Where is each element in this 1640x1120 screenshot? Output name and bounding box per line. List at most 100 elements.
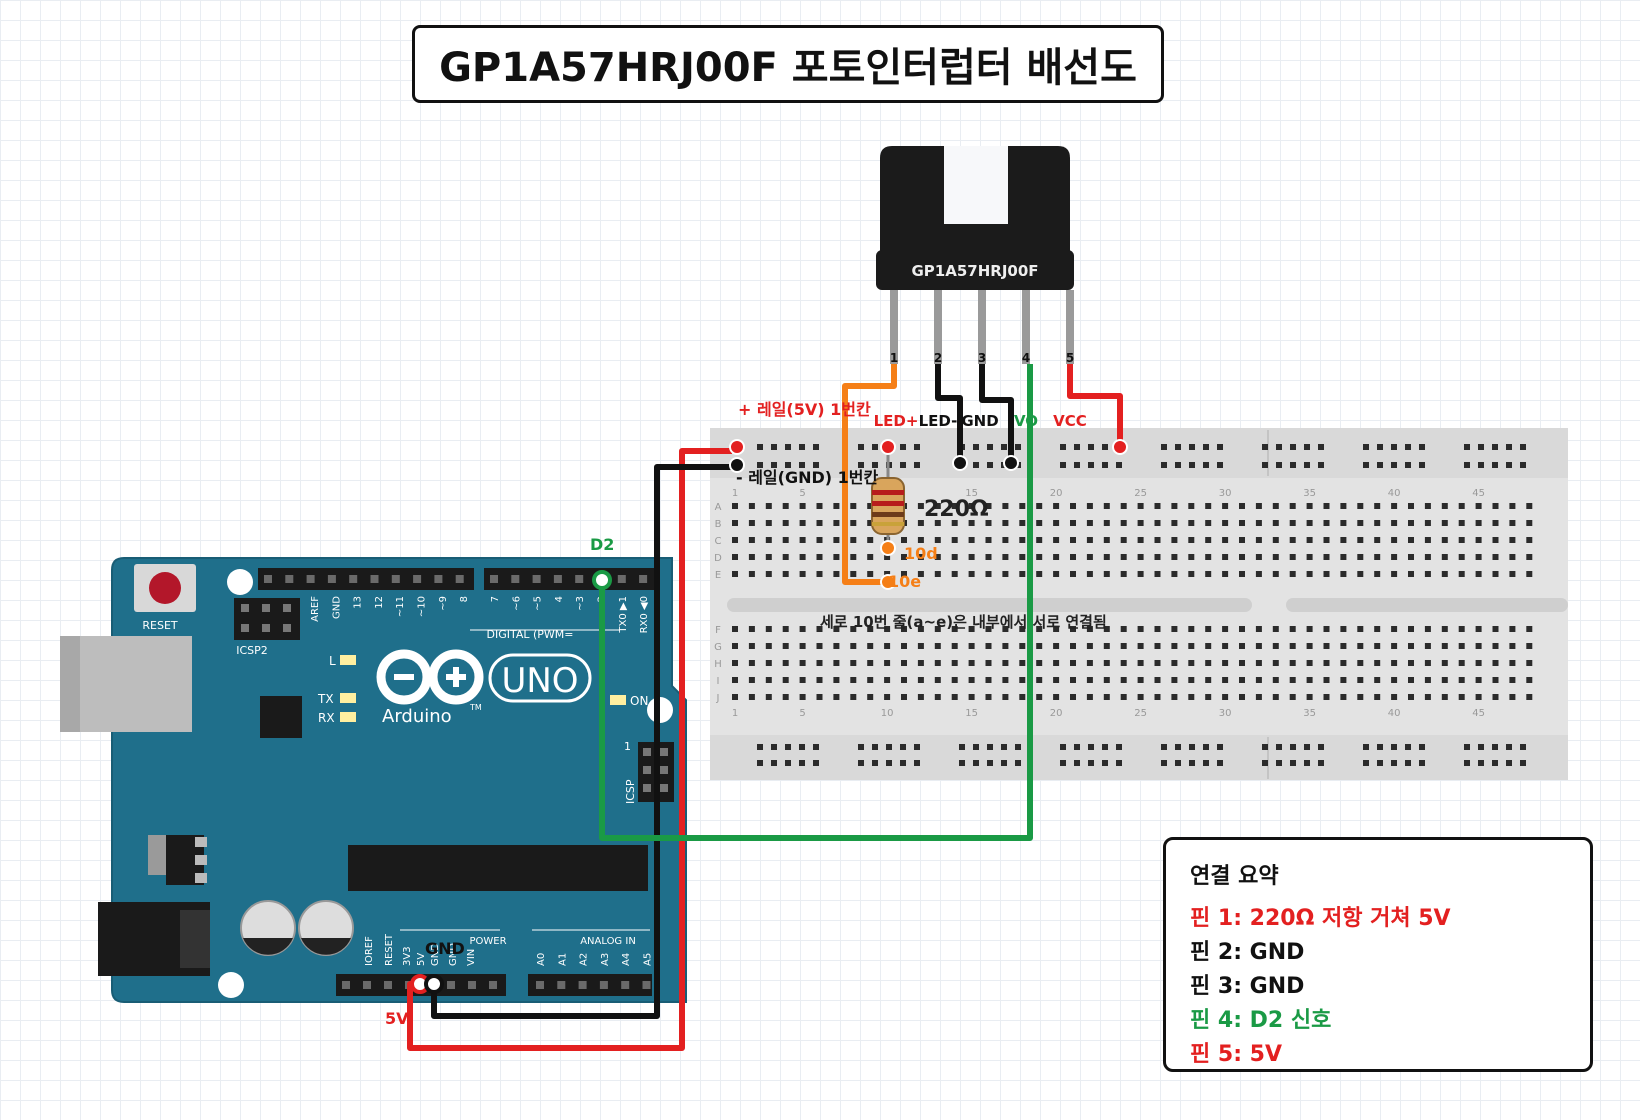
breadboard-hole [850,660,857,666]
breadboard-hole [816,520,823,526]
breadboard-hole [782,554,789,560]
breadboard-hole [934,677,941,683]
breadboard-hole [1002,694,1009,700]
breadboard-hole [1205,571,1212,577]
breadboard-hole [1289,643,1296,649]
power-pin-label: RESET [384,933,395,966]
breadboard-hole [765,626,772,632]
minus-rail-endpoint [729,457,745,473]
breadboard-hole [1306,503,1313,509]
breadboard-hole [951,677,958,683]
breadboard-hole [1374,537,1381,543]
breadboard-hole [1205,520,1212,526]
breadboard-hole [1154,626,1161,632]
breadboard-hole [1120,643,1127,649]
breadboard-hole [1492,520,1499,526]
breadboard-hole [901,694,907,700]
breadboard-hole [1424,537,1431,543]
breadboard-hole [1137,677,1144,683]
connection-summary: 연결 요약 핀 1: 220Ω 저항 거쳐 5V 핀 2: GND 핀 3: G… [1163,837,1593,1072]
breadboard-hole [917,520,924,526]
breadboard-hole [1441,694,1448,700]
breadboard-hole [867,537,874,543]
breadboard-hole [934,537,941,543]
sensor-pin-name: VO [1014,412,1038,430]
rail-hole [1363,744,1369,750]
breadboard-hole [1103,520,1110,526]
rail-hole [1175,462,1181,468]
rail-hole [987,444,993,450]
breadboard-hole [1222,694,1229,700]
led-on [610,695,626,705]
breadboard-hole [1340,571,1347,577]
breadboard-hole [1120,694,1127,700]
breadboard-hole [951,626,958,632]
breadboard-hole [867,503,874,509]
gnd-label: GND [425,939,465,958]
rail-hole [872,444,878,450]
breadboard-hole [1205,643,1212,649]
rail-hole [1276,444,1282,450]
breadboard-hole [1086,520,1093,526]
breadboard-hole [765,503,772,509]
rail-hole [959,744,965,750]
rail-hole [1262,744,1268,750]
breadboard-hole [1036,660,1043,666]
rail-hole [771,744,777,750]
breadboard-hole [1391,643,1398,649]
breadboard-hole [1509,677,1516,683]
breadboard-hole [1441,537,1448,543]
column-number: 15 [965,708,978,719]
rail-hole [1492,444,1498,450]
breadboard-hole [1222,554,1229,560]
breadboard-hole [1357,503,1364,509]
row-letter: J [716,693,720,704]
header-pin [532,575,541,583]
breadboard: 115510101515202025253030353540404545ABCD… [710,428,1568,780]
breadboard-hole [1019,537,1026,543]
breadboard-hole [833,643,840,649]
header-pin [391,575,400,583]
vcc-endpoint [1112,439,1128,455]
breadboard-hole [1070,694,1076,700]
digital-pin-label: GND [331,596,342,619]
five-v-label: 5V [385,1009,409,1028]
power-pin-label: GND [430,943,441,966]
capacitor [298,900,354,956]
breadboard-hole [1103,643,1110,649]
column-number: 30 [1219,708,1232,719]
breadboard-hole [1340,520,1347,526]
breadboard-hole [867,677,874,683]
breadboard-hole [1053,554,1060,560]
breadboard-hole [1475,626,1482,632]
breadboard-hole [1171,643,1178,649]
breadboard-hole [1120,677,1127,683]
breadboard-hole [1154,660,1161,666]
breadboard-hole [1408,643,1414,649]
rail-hole [771,462,777,468]
breadboard-hole [1408,503,1414,509]
reset-button-knob[interactable] [149,572,181,604]
breadboard-hole [951,520,958,526]
breadboard-hole [1509,503,1516,509]
rail-hole [1520,744,1526,750]
rail-hole [987,760,993,766]
rail-hole [1419,744,1425,750]
breadboard-hole [765,571,772,577]
wire-gnd [431,464,732,1019]
power-pin-label: IOREF [364,936,375,966]
column-number: 35 [1303,488,1316,499]
breadboard-hole [1323,660,1330,666]
breadboard-hole [1357,694,1364,700]
bottom-power-rail [710,735,1568,780]
rail-hole [1276,744,1282,750]
column-number: 25 [1134,708,1147,719]
breadboard-hole [1408,677,1414,683]
rail-hole [1001,444,1007,450]
power-pin-label: GND [448,943,459,966]
rail-hole [1203,462,1209,468]
breadboard-hole [1272,554,1279,560]
breadboard-hole [1323,537,1330,543]
breadboard-hole [1002,677,1009,683]
breadboard-hole [1323,677,1330,683]
